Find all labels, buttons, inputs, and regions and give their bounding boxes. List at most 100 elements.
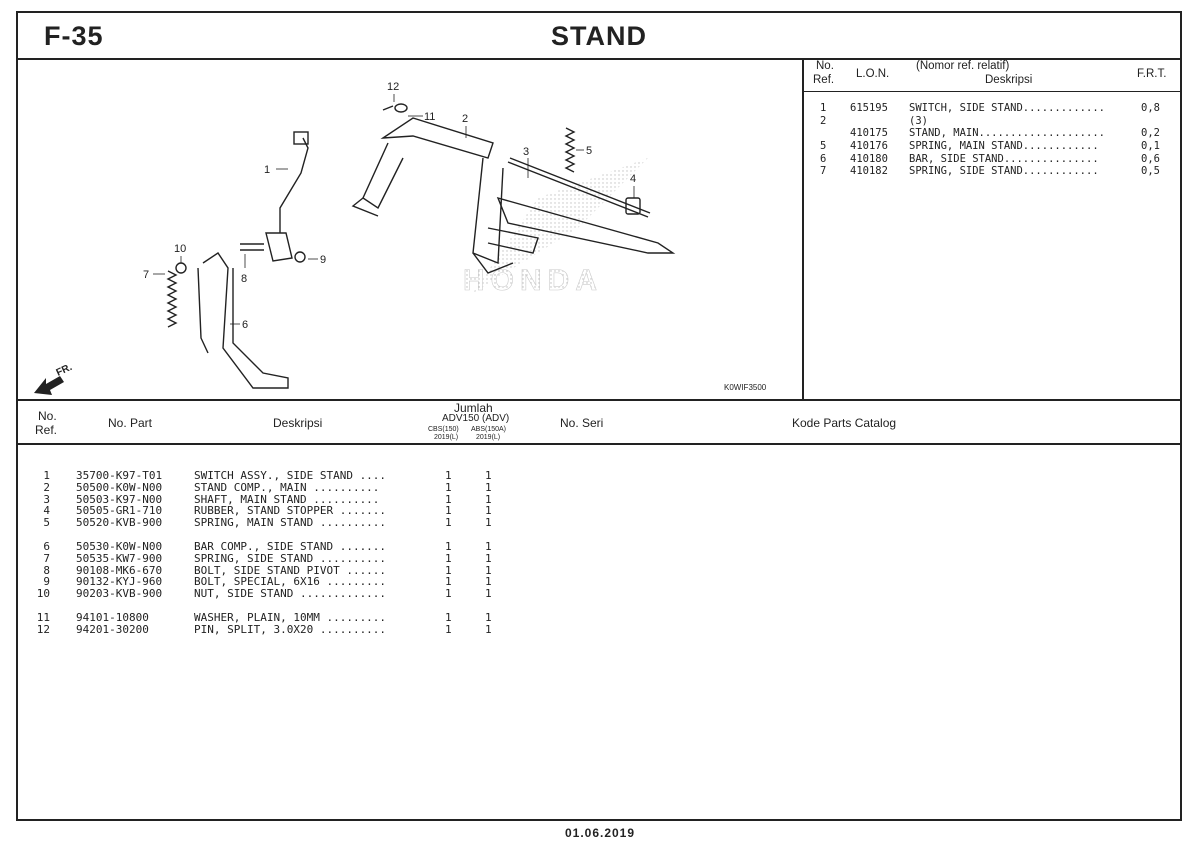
row-ref: 8 — [43, 563, 50, 577]
reference-desc: (3) — [909, 114, 928, 127]
row-qty-cbs: 1 — [445, 540, 452, 553]
reference-ref: 5 — [820, 140, 827, 153]
row-qty-abs: 1 — [485, 504, 492, 518]
callout-leaders — [153, 94, 635, 325]
reference-desc: SPRING, MAIN STAND............ — [909, 140, 1099, 153]
col-no: No. — [38, 409, 57, 423]
col-catalog: Kode Parts Catalog — [792, 416, 897, 430]
row-ref: 12 — [36, 622, 50, 636]
row-part-number: 90203-KVB-900 — [76, 587, 163, 601]
reference-ref: 6 — [820, 152, 827, 165]
ref-col-desc-note: (Nomor ref. relatif) — [916, 60, 1010, 72]
row-qty-cbs: 1 — [445, 575, 452, 589]
row-ref: 6 — [43, 540, 50, 553]
reference-ref: 7 — [820, 165, 827, 178]
row-qty-cbs: 1 — [445, 492, 452, 506]
reference-frt: 0,5 — [1141, 165, 1160, 178]
row-part-number: 50500-K0W-N00 — [76, 480, 163, 494]
col-desc: Deskripsi — [273, 416, 323, 430]
callout-11: 11 — [424, 111, 435, 123]
row-part-number: 94201-30200 — [76, 622, 149, 636]
row-description: SPRING, MAIN STAND .......... — [194, 516, 387, 530]
image-code: K0WIF3500 — [724, 383, 767, 392]
row-qty-abs: 1 — [485, 575, 492, 589]
callout-2: 2 — [462, 113, 468, 125]
reference-lon: 615195 — [850, 102, 888, 114]
reference-frt: 0,2 — [1141, 127, 1160, 140]
reference-ref: 2 — [820, 114, 827, 127]
row-qty-cbs: 1 — [445, 469, 452, 482]
callout-5: 5 — [586, 145, 592, 157]
reference-desc: STAND, MAIN.................... — [909, 127, 1105, 140]
row-qty-abs: 1 — [485, 469, 492, 482]
row-ref: 11 — [36, 611, 50, 624]
col-qty-cbs: CBS(150) — [428, 426, 459, 433]
row-part-number: 94101-10800 — [76, 611, 149, 624]
diagram-drawing: HONDA — [34, 81, 767, 395]
ref-col-lon: L.O.N. — [856, 68, 890, 80]
exploded-diagram: HONDA — [18, 58, 804, 401]
row-qty-abs: 1 — [485, 516, 492, 530]
page-date: 01.06.2019 — [564, 826, 636, 840]
row-description: PIN, SPLIT, 3.0X20 .......... — [194, 622, 387, 636]
reference-row: 2 (3) — [804, 115, 1180, 128]
row-part-number: 90132-KYJ-960 — [76, 575, 163, 589]
col-qty-abs: ABS(150A) — [471, 426, 507, 433]
reference-desc: BAR, SIDE STAND............... — [909, 152, 1099, 165]
front-direction-arrow: FR. — [34, 362, 74, 395]
col-ref: Ref. — [35, 423, 58, 437]
page-title: STAND — [551, 21, 647, 51]
row-description: SWITCH ASSY., SIDE STAND .... — [194, 469, 387, 482]
reference-lon: 410176 — [850, 140, 888, 153]
callout-12: 12 — [387, 81, 399, 93]
callout-8: 8 — [241, 273, 247, 285]
reference-frt: 0,1 — [1141, 140, 1160, 153]
row-description: WASHER, PLAIN, 10MM ......... — [194, 611, 387, 624]
row-part-number: 50505-GR1-710 — [76, 504, 163, 518]
row-part-number: 50530-K0W-N00 — [76, 540, 163, 553]
row-qty-cbs: 1 — [445, 622, 452, 636]
reference-row: 410175 STAND, MAIN.................... 0,2 — [804, 127, 1180, 140]
col-qty-model: ADV150 (ADV) — [442, 413, 510, 424]
side-stand-drawing — [166, 103, 408, 389]
reference-lon: 410175 — [850, 127, 888, 140]
parts-table-header: No. Ref. No. Part Deskripsi Jumlah ADV15… — [18, 401, 1180, 445]
row-description: NUT, SIDE STAND ............. — [194, 587, 387, 601]
col-qty-cbs-year: 2019(L) — [434, 434, 459, 441]
row-qty-abs: 1 — [485, 587, 492, 601]
col-part: No. Part — [108, 416, 153, 430]
page-frame: F-35 STAND HONDA — [16, 11, 1182, 821]
row-ref: 9 — [43, 575, 50, 589]
row-qty-cbs: 1 — [445, 480, 452, 494]
ref-col-desc: Deskripsi — [985, 74, 1033, 86]
row-part-number: 90108-MK6-670 — [76, 563, 163, 577]
reference-ref: 1 — [820, 102, 827, 114]
row-description: STAND COMP., MAIN .......... — [194, 480, 380, 494]
ref-col-ref: Ref. — [813, 74, 835, 86]
col-qty-abs-year: 2019(L) — [476, 434, 501, 441]
callout-9: 9 — [320, 254, 326, 266]
callout-7: 7 — [143, 269, 149, 281]
callout-numbers: 1 2 3 4 5 6 7 8 9 10 11 12 — [143, 81, 636, 331]
row-ref: 1 — [43, 469, 50, 482]
watermark-text: HONDA — [463, 264, 603, 297]
row-qty-abs: 1 — [485, 480, 492, 494]
reference-desc: SPRING, SIDE STAND............ — [909, 165, 1099, 178]
ref-col-frt: F.R.T. — [1137, 68, 1167, 80]
row-qty-cbs: 1 — [445, 587, 452, 601]
reference-panel-header: No. Ref. L.O.N. (Nomor ref. relatif) Des… — [804, 58, 1180, 92]
callout-3: 3 — [523, 146, 529, 158]
labor-reference-panel: No. Ref. L.O.N. (Nomor ref. relatif) Des… — [804, 58, 1180, 401]
main-stand-drawing — [351, 117, 676, 274]
